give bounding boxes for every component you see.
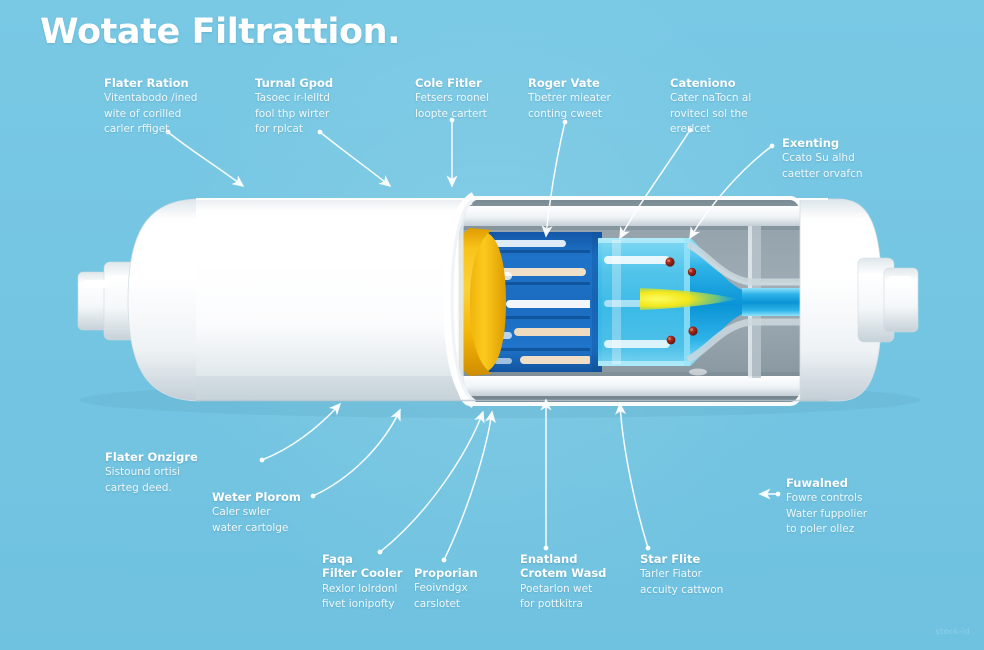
callout-title: Flater Onzigre (105, 450, 198, 464)
outlet-nozzle (857, 257, 919, 343)
conduit-shell-top (686, 240, 806, 286)
callout-title: Flater Ration (104, 76, 189, 90)
inner-wall-strip-bottom (457, 376, 806, 396)
conduit-shell-bottom (686, 318, 806, 364)
inlet-end-dome (127, 198, 201, 402)
contaminant-particles (665, 257, 698, 345)
callout-title: Proporian (414, 566, 478, 580)
callout-title: Star Flite (640, 552, 701, 566)
outlet-channel (742, 288, 806, 316)
callout-title: Cole Fitler (415, 76, 482, 90)
internal-rib (748, 226, 761, 378)
callout-title: Weter Plorom (212, 490, 301, 504)
cutaway-left-edge (443, 192, 477, 408)
page-title: Wotate Filtrattion. (40, 12, 401, 52)
callout-title: Exenting (782, 136, 840, 150)
watermark: stock-id (935, 627, 970, 636)
callout-title: Fuwalned (786, 476, 849, 490)
callout-title: Turnal Gpod (255, 76, 334, 90)
cutaway-window (457, 198, 806, 404)
callout-title: Cateniono (670, 76, 736, 90)
inner-wall-strip-top (457, 206, 806, 226)
callout-title: Roger Vate (528, 76, 600, 90)
